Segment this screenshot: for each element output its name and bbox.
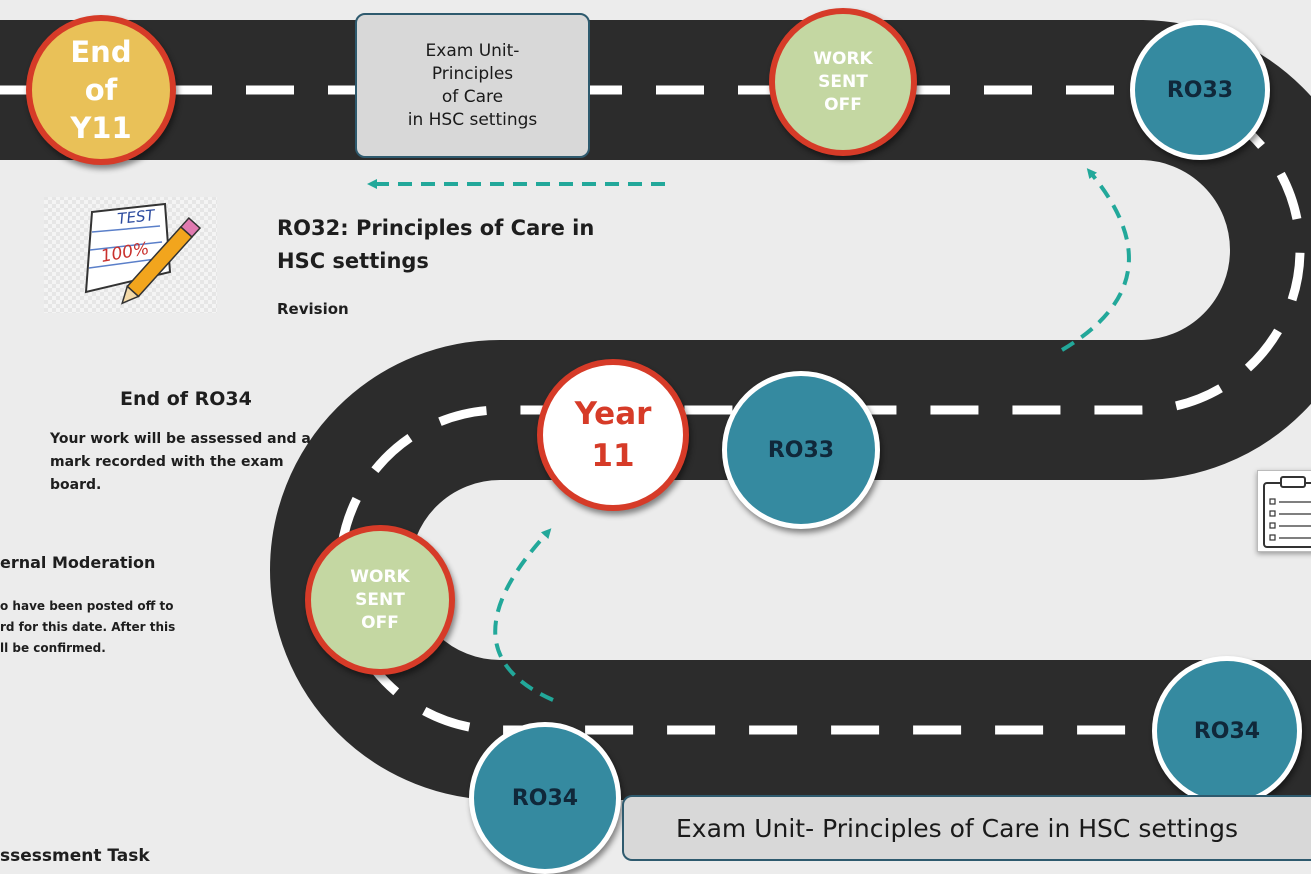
svg-text:TEST: TEST	[117, 206, 158, 228]
work-sent-off-mid-marker: WORK SENT OFF	[305, 525, 455, 675]
exam-unit-box-top: Exam Unit- Principles of Care in HSC set…	[355, 13, 590, 158]
work-sent-off-mid-label: WORK SENT OFF	[350, 566, 410, 633]
arrow-curve-left	[493, 528, 554, 702]
moderation-body: o have been posted off to rd for this da…	[0, 599, 176, 655]
ro34-bottom-left-marker: RO34	[469, 722, 621, 874]
ro34-bottom-right-marker: RO34	[1152, 656, 1302, 806]
end-of-ro34-body: Your work will be assessed and a mark re…	[50, 431, 311, 493]
exam-unit-box-top-text: Exam Unit- Principles of Care in HSC set…	[407, 40, 538, 130]
ro33-top-label: RO33	[1166, 77, 1234, 103]
ro34-bottom-left-label: RO34	[511, 785, 579, 811]
ro33-mid-label: RO33	[767, 437, 835, 463]
arrow-curve-right	[1060, 168, 1131, 352]
work-sent-off-top-marker: WORK SENT OFF	[769, 8, 917, 156]
end-of-ro34-title: End of RO34	[120, 388, 252, 410]
end-y11-marker: End of Y11	[26, 15, 176, 165]
year11-label: Year 11	[574, 396, 652, 474]
end-y11-label: End of Y11	[70, 35, 132, 145]
pencil-icon	[120, 216, 202, 305]
moderation-title: ernal Moderation	[0, 553, 156, 572]
test-paper-icon: TEST 100%	[44, 197, 217, 313]
ro34-bottom-right-label: RO34	[1193, 718, 1261, 744]
clipboard-icon	[1257, 470, 1311, 552]
ro32-title: RO32: Principles of Care in HSC settings	[277, 216, 595, 273]
work-sent-off-top-label: WORK SENT OFF	[813, 48, 873, 115]
assessment-task-title: ssessment Task	[0, 846, 150, 866]
exam-unit-box-bottom-text: Exam Unit- Principles of Care in HSC set…	[676, 813, 1239, 843]
ro33-mid-marker: RO33	[722, 371, 880, 529]
ro33-top-marker: RO33	[1130, 20, 1270, 160]
ro32-subtitle: Revision	[277, 300, 349, 318]
exam-unit-box-bottom: Exam Unit- Principles of Care in HSC set…	[622, 795, 1311, 861]
year11-marker: Year 11	[537, 359, 689, 511]
